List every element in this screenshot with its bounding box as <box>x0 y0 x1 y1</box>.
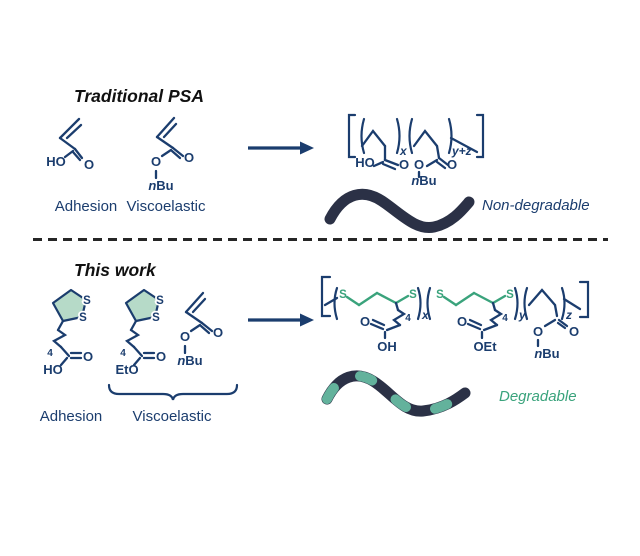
atom-label-s: S <box>339 289 347 301</box>
butyl-acrylate-structure-top: O O nBu <box>148 116 194 193</box>
atom-label-ho: HO <box>43 362 63 377</box>
viscoelastic-label-top: Viscoelastic <box>126 198 206 215</box>
atom-label-o-ester: O <box>180 329 190 344</box>
lipoic-acid-structure: S S 4 O HO <box>43 288 93 377</box>
dithiolane-ring <box>124 288 161 323</box>
polymer-bonds <box>360 129 479 179</box>
atom-label-ho: HO <box>46 154 66 169</box>
atom-label-oet: OEt <box>473 339 497 354</box>
atom-label-o-ester: O <box>533 324 543 339</box>
butyl-acrylate-bonds <box>183 291 214 355</box>
atom-label-o: O <box>83 349 93 364</box>
atom-label-ho: HO <box>355 155 375 170</box>
unit1-backbone <box>323 291 410 307</box>
subscript-y-plus-z: y+z <box>451 144 472 158</box>
atom-label-o: O <box>360 314 370 329</box>
atom-label-nbu: nBu <box>534 346 559 361</box>
atom-label-o-carbonyl1: O <box>399 157 409 172</box>
subscript-x: x <box>421 308 430 322</box>
unit3-backbone <box>527 288 582 311</box>
subscript-4: 4 <box>120 348 126 359</box>
non-degradable-label: Non-degradable <box>482 197 590 214</box>
dithiolane-ring <box>51 288 88 323</box>
atom-label-o-ester: O <box>414 157 424 172</box>
butyl-acrylate-bonds <box>154 116 185 180</box>
polymer-brackets <box>347 113 485 159</box>
degradable-segments <box>322 370 470 417</box>
atom-label-s: S <box>506 289 514 301</box>
reaction-arrow-bottom <box>248 313 314 327</box>
adhesion-label-bottom: Adhesion <box>39 408 103 425</box>
atom-label-s: S <box>436 289 444 301</box>
unit3-sidechain <box>536 303 569 348</box>
polymer-chain-degradable <box>321 370 471 417</box>
atom-label-oh: OH <box>377 339 397 354</box>
polymer-brackets <box>320 275 590 321</box>
traditional-psa-title: Traditional PSA <box>74 86 204 106</box>
ethyl-lipoate-structure: S S 4 O EtO <box>115 288 166 377</box>
atom-label-s2: S <box>79 312 87 324</box>
subscript-y: y <box>518 308 527 322</box>
section-divider <box>33 238 608 241</box>
subscript-4: 4 <box>47 348 53 359</box>
subscript-z: z <box>565 308 572 322</box>
acrylic-acid-structure: HO O <box>46 117 94 172</box>
atom-label-o-carbonyl2: O <box>447 157 457 172</box>
atom-label-o: O <box>156 349 166 364</box>
atom-label-o: O <box>84 157 94 172</box>
atom-label-s1: S <box>156 295 164 307</box>
degradable-label: Degradable <box>499 388 577 405</box>
reaction-arrow-top <box>248 141 314 155</box>
unit1-sidechain <box>369 301 407 340</box>
atom-label-s1: S <box>83 295 91 307</box>
adhesion-label-top: Adhesion <box>54 198 118 215</box>
subscript-4: 4 <box>502 313 508 324</box>
viscoelastic-brace <box>107 383 239 401</box>
atom-label-o-ester: O <box>151 154 161 169</box>
unit2-backbone <box>442 291 507 307</box>
acrylic-acid-bonds <box>58 117 84 162</box>
copolymer-structure-traditional: HO O O O x y+z nBu <box>347 113 485 188</box>
copolymer-structure-thiswork: S S 4 O OH x S S 4 O <box>320 275 590 361</box>
this-work-title: This work <box>74 260 156 280</box>
atom-label-o-carbonyl: O <box>184 150 194 165</box>
atom-label-o-carbonyl: O <box>213 325 223 340</box>
atom-label-s: S <box>409 289 417 301</box>
atom-label-nbu: nBu <box>411 173 436 188</box>
atom-label-nbu: nBu <box>148 178 173 193</box>
atom-label-nbu: nBu <box>177 353 202 368</box>
atom-label-o-carbonyl: O <box>569 324 579 339</box>
subscript-x: x <box>399 144 408 158</box>
subscript-4: 4 <box>405 313 411 324</box>
atom-label-o: O <box>457 314 467 329</box>
butyl-acrylate-structure-bottom: O O nBu <box>177 291 223 368</box>
atom-label-eto: EtO <box>115 362 138 377</box>
polymer-chain-nondegradable <box>324 188 475 234</box>
atom-label-s2: S <box>152 312 160 324</box>
lipoic-bonds <box>51 319 83 367</box>
lipoate-bonds <box>124 319 156 367</box>
unit2-sidechain <box>466 301 504 340</box>
viscoelastic-label-bottom: Viscoelastic <box>132 408 212 425</box>
